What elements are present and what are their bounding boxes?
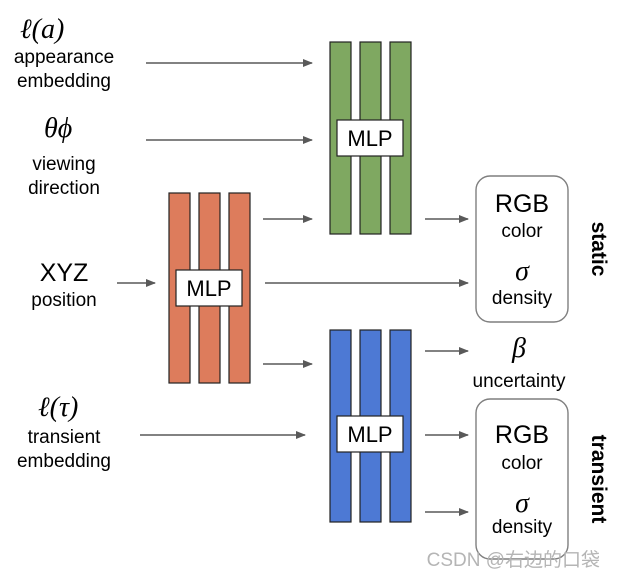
transient-mlp-label: MLP (347, 422, 392, 447)
transient-output-box: RGB color σ density (475, 398, 569, 560)
appearance-embedding-input: ℓ(a) appearance embedding (14, 14, 114, 92)
transient-side-label: transient (587, 435, 610, 524)
transient-mlp-label-box (336, 415, 404, 453)
appearance-symbol: ℓ(a) (20, 14, 64, 45)
static-mlp (329, 41, 412, 235)
connection-arrows (117, 59, 469, 516)
appearance-label-2: embedding (17, 71, 111, 92)
viewing-symbol: θϕ (44, 113, 72, 144)
viewing-direction-input: θϕ viewing direction (28, 113, 100, 199)
static-output-box: RGB color σ density (475, 175, 569, 323)
position-label: position (31, 290, 97, 311)
base-mlp-label-box (175, 269, 243, 307)
base-mlp-label: MLP (186, 276, 231, 301)
transient-label: transient (28, 427, 102, 448)
transient-label-2: embedding (17, 451, 111, 472)
transient-mlp (329, 329, 412, 523)
viewing-label: viewing (32, 154, 95, 175)
static-rgb-label: RGB (495, 190, 549, 218)
transient-embedding-input: ℓ(τ) transient embedding (17, 392, 111, 472)
appearance-label: appearance (14, 47, 114, 68)
uncertainty-label: uncertainty (473, 371, 566, 392)
static-side-label: static (587, 222, 610, 277)
transient-color-label: color (501, 453, 543, 474)
transient-sigma-symbol: σ (515, 488, 530, 519)
position-input: XYZ position (31, 259, 97, 311)
transient-rgb-label: RGB (495, 421, 549, 449)
static-color-label: color (501, 221, 543, 242)
static-sigma-symbol: σ (515, 256, 530, 287)
transient-symbol: ℓ(τ) (38, 392, 78, 423)
base-mlp (168, 192, 251, 384)
transient-output-border (475, 398, 569, 560)
static-density-label: density (492, 288, 553, 309)
uncertainty-output: β uncertainty (473, 333, 566, 392)
static-output-border (475, 175, 569, 323)
uncertainty-symbol: β (511, 333, 526, 364)
watermark-text: CSDN @右边的口袋 (427, 549, 600, 571)
position-title: XYZ (40, 259, 89, 287)
viewing-label-2: direction (28, 178, 100, 199)
static-mlp-label: MLP (347, 126, 392, 151)
static-mlp-label-box (336, 119, 404, 157)
transient-density-label: density (492, 517, 553, 538)
